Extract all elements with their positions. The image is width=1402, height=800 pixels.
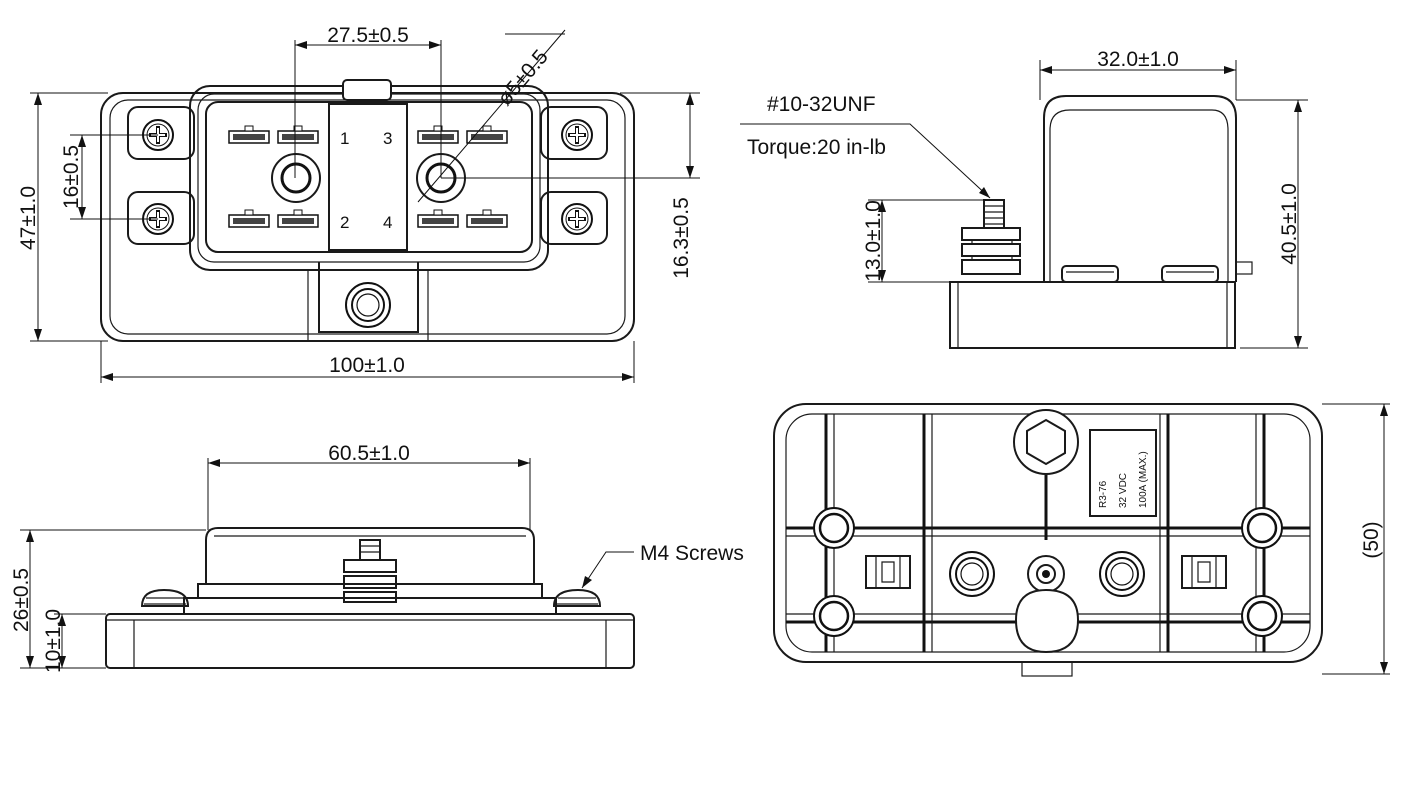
grommet-icon <box>345 282 391 328</box>
screws-label: M4 Screws <box>640 542 744 565</box>
side-view: #10-32UNF Torque:20 in-lb 32.0±1.0 40.5±… <box>740 48 1308 349</box>
dim-height: 47±1.0 <box>17 186 40 250</box>
grommet-icon <box>1099 551 1145 597</box>
terminal-icon <box>417 209 459 228</box>
slot-label: 3 <box>383 129 392 148</box>
slot-label: 1 <box>340 129 349 148</box>
bottom-view: R3-76 32 VDC 100A (MAX.) (50) <box>773 403 1390 677</box>
terminal-icon <box>277 209 319 228</box>
slot-label: 4 <box>383 213 392 232</box>
top-view: 1 3 2 4 27.5±0.5 ø5±0.5 47±1.0 16±0.5 16… <box>17 24 700 383</box>
dim-pitch: 27.5±0.5 <box>327 24 409 47</box>
dim-depth: 32.0±1.0 <box>1097 48 1179 71</box>
grommet-icon <box>949 551 995 597</box>
dim-overall: (50) <box>1360 521 1383 558</box>
slot-label: 2 <box>340 213 349 232</box>
thread-label: #10-32UNF <box>767 93 876 116</box>
terminal-icon <box>417 125 459 144</box>
spec-label-line: 100A (MAX.) <box>1138 451 1149 508</box>
dim-cover-width: 60.5±1.0 <box>328 442 410 465</box>
terminal-icon <box>228 209 270 228</box>
screw-icon <box>561 119 593 151</box>
torque-label: Torque:20 in-lb <box>747 136 886 159</box>
dim-width: 100±1.0 <box>329 354 405 377</box>
mount-hole-icon <box>1240 506 1284 550</box>
spec-label-line: R3-76 <box>1098 480 1109 508</box>
terminal-icon <box>466 209 508 228</box>
terminal-icon <box>466 125 508 144</box>
dim-offset: 16.3±0.5 <box>670 197 693 279</box>
dim-stud: 13.0±1.0 <box>862 200 885 282</box>
screw-icon <box>561 203 593 235</box>
terminal-icon <box>277 125 319 144</box>
mount-hole-icon <box>812 506 856 550</box>
dim-total-height: 26±0.5 <box>10 568 33 632</box>
terminal-icon <box>228 125 270 144</box>
spec-label-line: 32 VDC <box>1118 473 1129 508</box>
mount-hole-icon <box>1240 594 1284 638</box>
dim-base-height: 10±1.0 <box>42 609 65 673</box>
front-view-base <box>105 613 635 669</box>
dim-screw-pitch: 16±0.5 <box>60 145 83 209</box>
front-view: 60.5±1.0 26±0.5 10±1.0 M4 Screws <box>10 442 744 673</box>
mount-hole-icon <box>812 594 856 638</box>
dim-height: 40.5±1.0 <box>1278 183 1301 265</box>
side-view-base <box>949 281 1236 349</box>
